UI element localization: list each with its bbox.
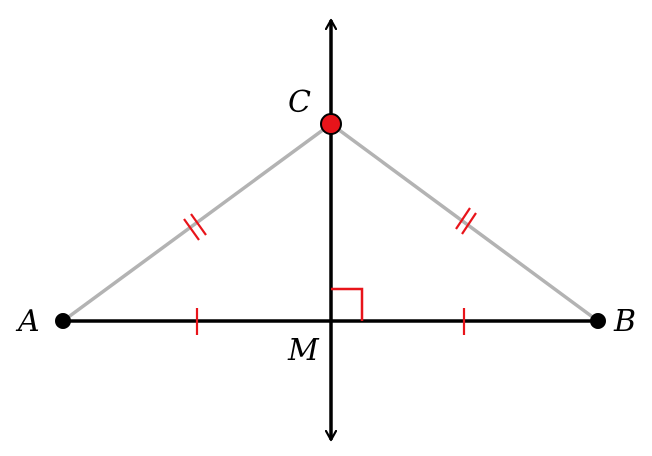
right-angle-marker: [331, 287, 364, 321]
label-c: C: [288, 85, 311, 120]
double-tick-ac: [183, 213, 207, 241]
label-b: B: [613, 304, 636, 339]
point-b: [590, 313, 606, 329]
side-bc: [329, 122, 600, 323]
point-a: [55, 313, 71, 329]
label-m: M: [287, 333, 320, 368]
point-c: [320, 113, 342, 135]
double-tick-bc: [455, 207, 477, 235]
label-a: A: [15, 304, 40, 339]
